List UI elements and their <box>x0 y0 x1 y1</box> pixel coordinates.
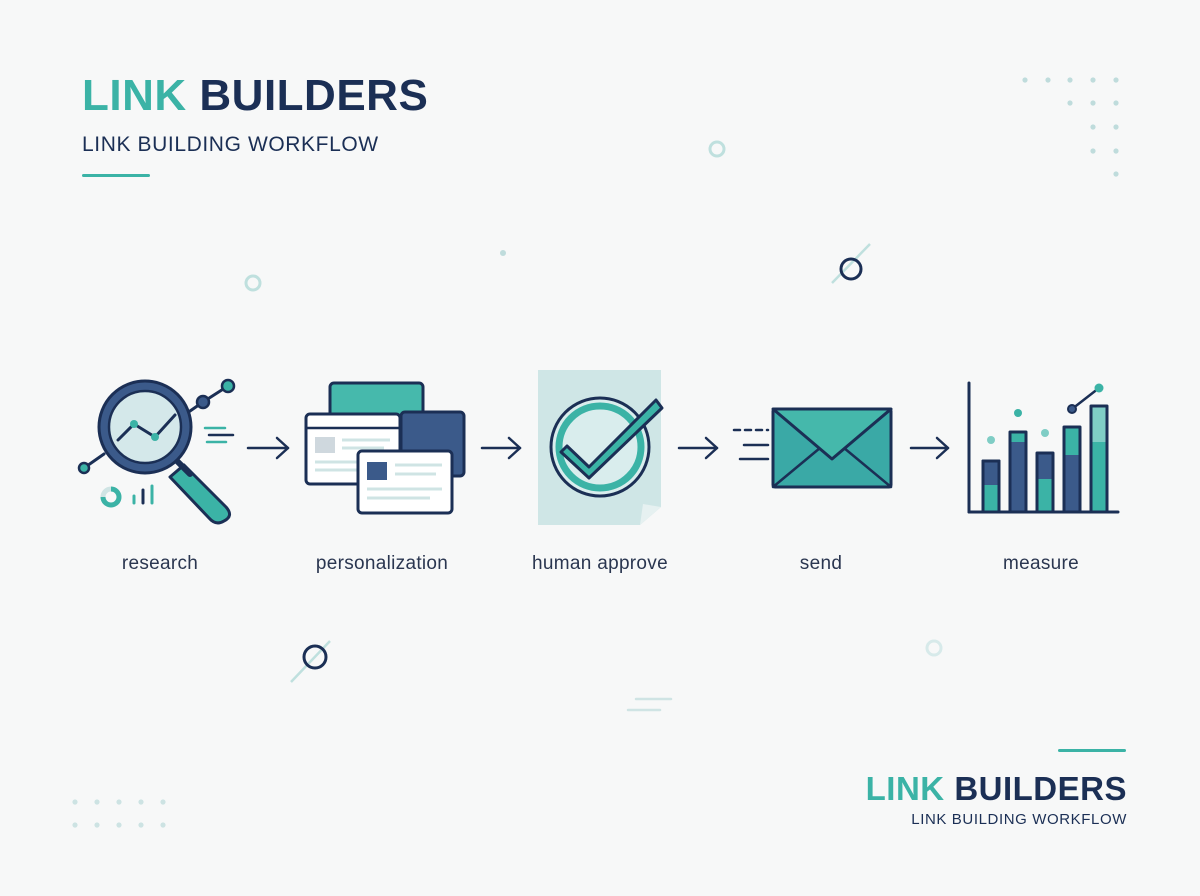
dot-grid-top-right-decoration <box>1022 77 1119 177</box>
step-label-research: research <box>121 553 199 574</box>
slashed-ring-decoration-bottom <box>290 640 331 683</box>
personalization-icon <box>304 381 466 515</box>
brand-word-link: LINK <box>82 71 187 120</box>
research-icon <box>77 378 236 525</box>
flow-arrow-icon <box>677 436 719 460</box>
slashed-ring-decoration-top <box>831 243 871 284</box>
brand-word-builders-footer: BUILDERS <box>954 770 1127 807</box>
brand-footer: LINK BUILDERS LINK BUILDING WORKFLOW <box>866 772 1127 828</box>
brand-title-footer: LINK BUILDERS <box>866 772 1127 805</box>
flow-arrow-icon <box>909 436 950 460</box>
step-label-human-approve: human approve <box>532 553 668 574</box>
brand-subtitle-footer: LINK BUILDING WORKFLOW <box>911 811 1127 828</box>
bottom-accent-rule <box>1058 749 1126 752</box>
step-label-send: send <box>799 553 843 574</box>
brand-word-builders: BUILDERS <box>199 71 429 120</box>
send-envelope-icon <box>732 407 893 489</box>
speed-lines-decoration <box>626 697 673 712</box>
step-label-personalization: personalization <box>315 553 449 574</box>
dot-grid-bottom-left-decoration <box>72 799 166 828</box>
brand-subtitle: LINK BUILDING WORKFLOW <box>82 133 379 156</box>
brand-header-top: LINK BUILDERS LINK BUILDING WORKFLOW <box>82 74 428 157</box>
top-accent-rule <box>82 174 150 177</box>
measure-bar-chart-icon <box>967 381 1120 514</box>
brand-title: LINK BUILDERS <box>82 74 428 118</box>
human-approve-icon <box>538 370 664 525</box>
flow-arrow-icon <box>246 436 290 460</box>
step-label-measure: measure <box>1002 553 1080 574</box>
flow-arrow-icon <box>480 436 522 460</box>
brand-word-link-footer: LINK <box>865 770 945 807</box>
floating-rings-decoration <box>244 140 943 657</box>
